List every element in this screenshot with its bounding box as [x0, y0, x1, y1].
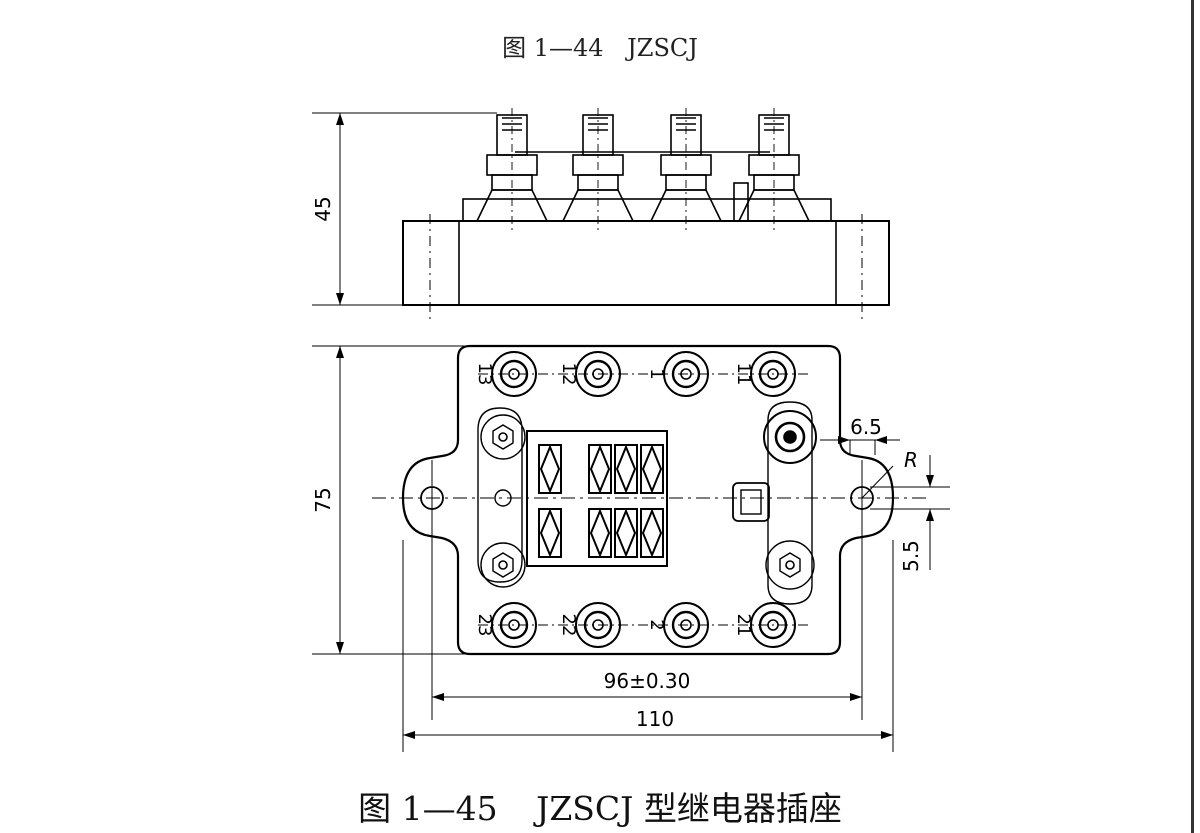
figure-model: JZSCJ [627, 34, 698, 62]
socket-outline [401, 344, 895, 656]
right-boss [767, 401, 813, 605]
dim-label-5-5: 5.5 [899, 540, 923, 572]
terminal-label-23: 23 [474, 614, 495, 637]
terminal-label-13: 13 [474, 363, 495, 386]
dim-label-45: 45 [311, 196, 335, 221]
terminal-label-21: 21 [733, 614, 754, 637]
key-slot-inner [740, 489, 762, 515]
dim-label-96: 96±0.30 [604, 669, 691, 693]
nut-upper-right [763, 410, 817, 464]
figure-title: JZSCJ 型继电器插座 [536, 789, 842, 828]
radius-leader [861, 465, 894, 499]
figure-number: 图 1—44 [502, 34, 604, 62]
figure-caption-top: 图 1—44 JZSCJ [0, 28, 1200, 63]
terminal-label-2: 2 [646, 619, 667, 630]
side-terminal-1 [475, 108, 549, 232]
nut-lower-right [765, 540, 815, 590]
side-terminal-3 [649, 108, 723, 232]
side-platform [462, 198, 832, 222]
page-border-line [1191, 0, 1194, 833]
nut-upper-left [480, 414, 526, 460]
terminal-label-12: 12 [558, 363, 579, 386]
terminal-label-11: 11 [733, 363, 754, 386]
contact-slots [538, 444, 664, 558]
dim55-arrows [926, 475, 934, 521]
nut-lower-left [480, 542, 526, 588]
terminal-label-22: 22 [558, 614, 579, 637]
side-terminal-4 [737, 108, 811, 232]
contact-block [526, 430, 668, 567]
terminal-label-1: 1 [646, 368, 667, 379]
side-terminal-2 [561, 108, 635, 232]
figure-caption-bottom: 图 1—45 JZSCJ 型继电器插座 [0, 782, 1200, 830]
dim-label-radius: R [904, 448, 918, 472]
dim-label-6-5: 6.5 [850, 415, 882, 439]
side-base [402, 220, 890, 306]
key-slot [732, 482, 770, 522]
figure-number: 图 1—45 [358, 789, 498, 828]
dim65-arrows [838, 436, 887, 444]
dim-label-110: 110 [636, 707, 674, 731]
top-view [312, 344, 950, 752]
side-view [312, 108, 890, 320]
dim-label-75: 75 [311, 487, 335, 512]
